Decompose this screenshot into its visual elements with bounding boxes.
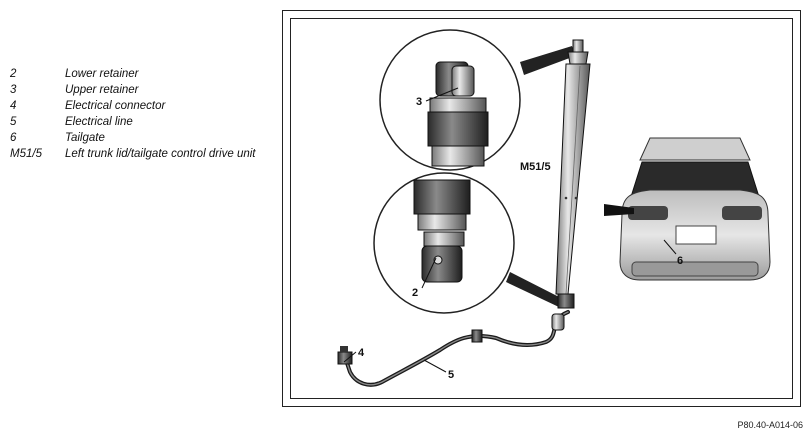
callout-m51-5: M51/5 [520, 161, 551, 173]
callout-5: 5 [448, 369, 454, 381]
callout-2: 2 [412, 287, 418, 299]
vehicle-rear-view [604, 137, 771, 281]
legend-text: Lower retainer [65, 68, 139, 80]
legend-text: Left trunk lid/tailgate control drive un… [65, 148, 256, 160]
legend-item-electrical-connector: 4 Electrical connector [10, 98, 270, 114]
legend-key: M51/5 [10, 148, 42, 160]
tailgate-control-drive-unit [555, 39, 591, 309]
legend-key: 5 [10, 116, 17, 128]
legend-item-tailgate: 6 Tailgate [10, 130, 270, 146]
legend-key: 4 [10, 100, 17, 112]
legend-key: 2 [10, 68, 17, 80]
diagram-inner-frame [290, 18, 793, 399]
callout-3: 3 [416, 96, 422, 108]
electrical-connector [337, 346, 353, 365]
legend-text: Electrical connector [65, 100, 166, 112]
legend-item-control-drive-unit: M51/5 Left trunk lid/tailgate control dr… [10, 146, 270, 162]
legend-key: 6 [10, 132, 17, 144]
legend-key: 3 [10, 84, 17, 96]
legend: 2 Lower retainer 3 Upper retainer 4 Elec… [10, 66, 270, 162]
legend-text: Upper retainer [65, 84, 139, 96]
callout-leaders [343, 87, 677, 373]
electrical-line [344, 310, 570, 387]
legend-item-lower-retainer: 2 Lower retainer [10, 66, 270, 82]
callout-6: 6 [677, 255, 683, 267]
diagram-outer-frame [282, 10, 801, 407]
legend-item-upper-retainer: 3 Upper retainer [10, 82, 270, 98]
legend-text: Tailgate [65, 132, 105, 144]
callout-4: 4 [358, 347, 365, 359]
legend-text: Electrical line [65, 116, 133, 128]
legend-item-electrical-line: 5 Electrical line [10, 114, 270, 130]
reference-code: P80.40-A014-06 [737, 420, 803, 430]
lower-retainer-detail [373, 172, 565, 314]
upper-retainer-detail [379, 29, 575, 171]
